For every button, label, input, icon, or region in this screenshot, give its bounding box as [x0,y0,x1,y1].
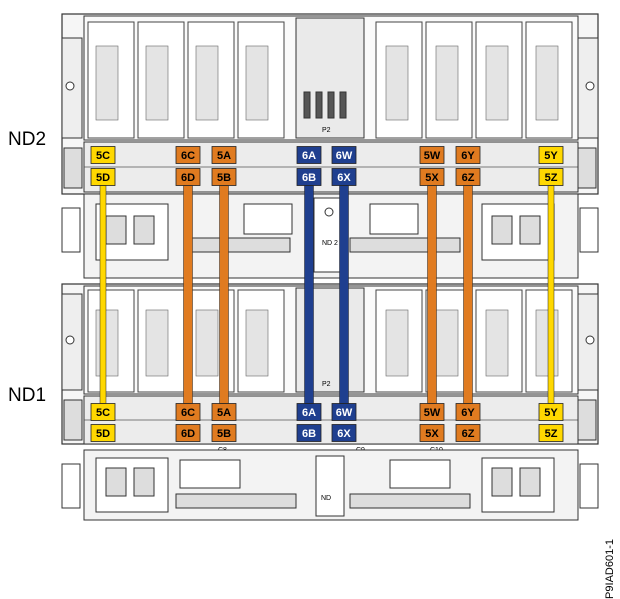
port-label: 6C [181,150,195,162]
nd2-drawer: P2 [61,13,599,195]
port-label: 5B [217,172,231,184]
nd1-p2-label: P2 [322,381,331,388]
port-label: 5D [96,172,110,184]
port-nd1-6z: 6Z [455,424,481,442]
node-label-nd1: ND1 [8,385,47,406]
nd2-left-screw [65,81,75,91]
port-nd1-5w: 5W [419,403,445,421]
port-nd1-5y: 5Y [538,403,564,421]
port-nd2-6b: 6B [296,168,322,186]
port-label: 5Z [545,172,558,184]
node-label-nd2: ND2 [8,129,47,150]
port-label: 5X [425,428,439,440]
port-nd2-5d: 5D [90,168,116,186]
port-nd2-6y: 6Y [455,146,481,164]
port-label: 6C [181,407,195,419]
port-label: 6Y [461,407,475,419]
nd2-right-screw [585,81,595,91]
port-nd2-5x: 5X [419,168,445,186]
nd1-io-area: ND [61,449,599,521]
port-label: 6Z [462,172,475,184]
port-label: 5Y [544,150,558,162]
port-nd2-5w: 5W [419,146,445,164]
port-label: 6Z [462,428,475,440]
cable-6x-6w [339,185,349,404]
port-nd2-5b: 5B [211,168,237,186]
nd2-center-tag: ND 2 [322,240,338,247]
cable-6z-6y [463,185,473,404]
nd1-drawer: P2 C8 C9 C10 [61,283,599,454]
port-label: 6B [302,172,316,184]
port-badge-layer: 5C 6C 5A 6A 6W 5W 6Y 5Y 5D 6D 5B 6B 6X 5X 6Z 5Z 5C 6C 5A 6A… [90,146,564,442]
port-nd1-5b: 5B [211,424,237,442]
port-label: 6X [337,172,351,184]
port-label: 5A [217,407,231,419]
cable-6d-6c [183,185,193,404]
port-label: 6D [181,172,195,184]
port-nd2-5c: 5C [90,146,116,164]
port-nd1-5z: 5Z [538,424,564,442]
port-label: 6W [336,407,353,419]
port-nd2-5a: 5A [211,146,237,164]
port-nd2-6c: 6C [175,146,201,164]
port-label: 6Y [461,150,475,162]
cable-6b-6a [304,185,314,404]
cable-5d-5c [99,185,107,404]
port-label: 5W [424,150,441,162]
port-label: 6X [337,428,351,440]
port-nd2-6a: 6A [296,146,322,164]
port-nd2-6x: 6X [331,168,357,186]
port-nd1-5x: 5X [419,424,445,442]
port-label: 5D [96,428,110,440]
nd2-center-module [295,17,365,139]
port-label: 5A [217,150,231,162]
port-nd2-5z: 5Z [538,168,564,186]
port-nd1-6x: 6X [331,424,357,442]
port-nd1-6b: 6B [296,424,322,442]
port-label: 6A [302,150,316,162]
port-label: 6W [336,150,353,162]
port-nd2-6w: 6W [331,146,357,164]
nd2-p2-label: P2 [322,127,331,134]
port-nd1-5d: 5D [90,424,116,442]
cable-5b-5a [219,185,229,404]
port-label: 5C [96,150,110,162]
cabling-diagram: P2 [61,13,599,521]
port-label: 5X [425,172,439,184]
port-nd2-5y: 5Y [538,146,564,164]
port-nd1-6a: 6A [296,403,322,421]
port-label: 5B [217,428,231,440]
port-nd1-6y: 6Y [455,403,481,421]
port-label: 5Y [544,407,558,419]
nd2-io-area: ND 2 [61,193,599,279]
port-nd1-6c: 6C [175,403,201,421]
port-nd1-5a: 5A [211,403,237,421]
nd2-rail-left-tab [63,147,83,189]
nd1-center-tag: ND [321,495,331,502]
port-nd1-6d: 6D [175,424,201,442]
port-nd2-6z: 6Z [455,168,481,186]
figure-id: P9IAD601-1 [604,539,616,599]
port-label: 5C [96,407,110,419]
nd2-rail-right-tab [577,147,597,189]
port-nd2-6d: 6D [175,168,201,186]
port-label: 6A [302,407,316,419]
port-nd1-5c: 5C [90,403,116,421]
cable-5x-5w [427,185,437,404]
port-label: 5Z [545,428,558,440]
cable-5z-5y [547,185,555,404]
port-label: 5W [424,407,441,419]
port-nd1-6w: 6W [331,403,357,421]
port-label: 6B [302,428,316,440]
port-label: 6D [181,428,195,440]
